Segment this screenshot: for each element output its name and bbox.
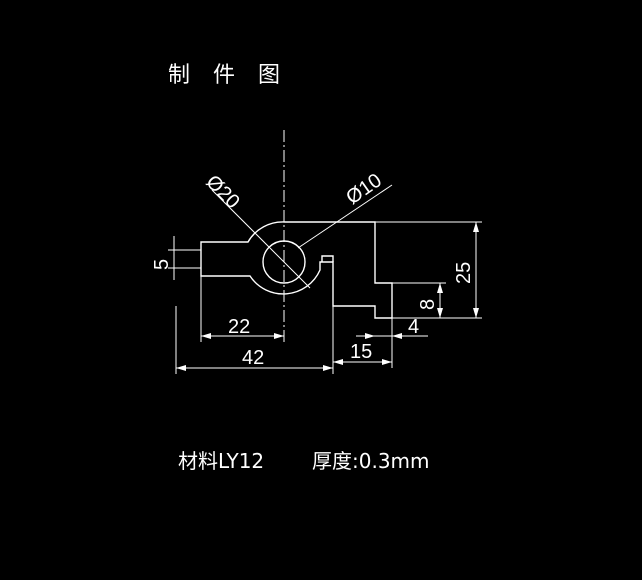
d20-leader (211, 189, 271, 249)
drawing-title: 制 件 图 (168, 63, 288, 88)
dim8-arrow-top (437, 283, 443, 293)
dim4-label: 4 (408, 316, 419, 338)
dim4-arrow-right (392, 333, 402, 339)
dim4-arrow-left (365, 333, 375, 339)
d20-label: Ø20 (201, 171, 243, 213)
material-note: 材料LY12 (178, 449, 264, 473)
dim15-arrow-left (333, 359, 343, 365)
dim15-label: 15 (350, 341, 372, 363)
dim42-label: 42 (242, 347, 264, 369)
dim42-arrow-left (176, 365, 186, 371)
d20-leader-ext (269, 247, 311, 289)
hole-circle (262, 240, 306, 284)
dim8-arrow-bottom (437, 308, 443, 318)
notch (321, 255, 334, 262)
dim22-arrow-right (274, 333, 284, 339)
dim25-label: 25 (453, 262, 475, 284)
thickness-note: 厚度:0.3mm (312, 449, 430, 473)
d10-leader (297, 184, 393, 249)
dim15-arrow-right (382, 359, 392, 365)
dim25-arrow-bottom (473, 308, 479, 318)
dim5-label: 5 (151, 259, 173, 270)
dim42-arrow-right (323, 365, 333, 371)
part-outline (200, 221, 393, 319)
dim25-arrow-top (473, 222, 479, 232)
dim8-label: 8 (417, 299, 439, 310)
dim22-arrow-left (201, 333, 211, 339)
dim22-label: 22 (228, 316, 250, 338)
